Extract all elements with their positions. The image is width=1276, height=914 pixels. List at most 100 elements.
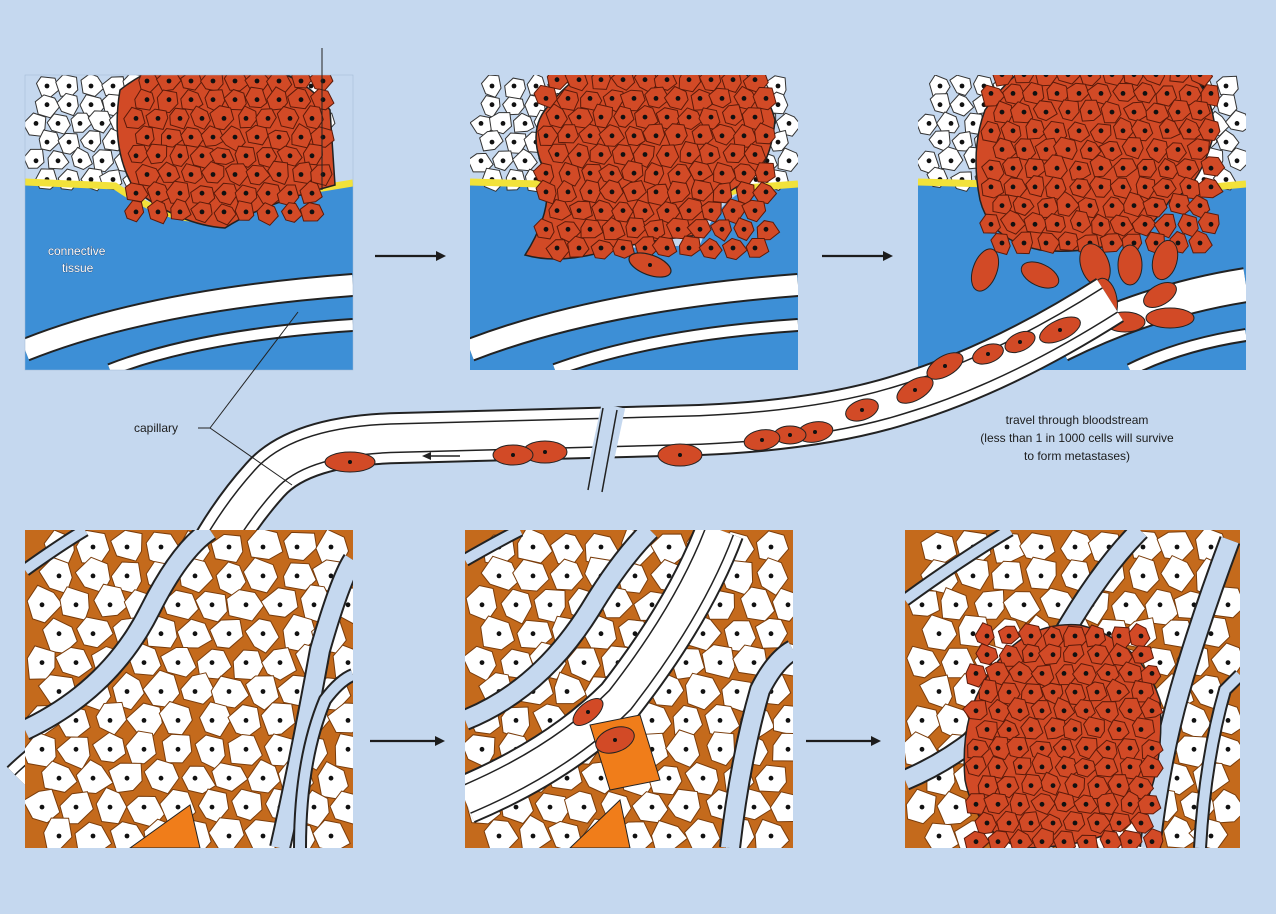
cell-nucleus	[1072, 633, 1078, 639]
cell-nucleus	[1043, 109, 1049, 115]
cell-nucleus	[243, 718, 249, 723]
cell-nucleus	[576, 114, 582, 120]
cell-nucleus	[984, 633, 990, 639]
cell-nucleus	[209, 746, 215, 752]
cell-nucleus	[730, 245, 736, 251]
cell	[678, 49, 698, 68]
cell-nucleus	[1149, 839, 1155, 845]
cell-nucleus	[620, 77, 626, 83]
cell-nucleus	[133, 209, 139, 215]
cell-nucleus	[1175, 240, 1181, 246]
cell-nucleus	[1120, 91, 1126, 96]
cell-nucleus	[320, 78, 326, 84]
cell-nucleus	[1054, 91, 1060, 96]
cell-nucleus	[210, 97, 216, 103]
cell-nucleus	[1175, 75, 1181, 78]
cell-nucleus	[254, 97, 260, 103]
cell-nucleus	[1043, 75, 1049, 78]
cell-nucleus	[741, 133, 747, 139]
cell-nucleus	[226, 775, 232, 781]
cell-nucleus	[664, 245, 670, 251]
cell-nucleus	[1198, 54, 1203, 59]
cell-nucleus	[953, 602, 959, 608]
cell-nucleus	[243, 746, 249, 752]
cell-nucleus	[554, 77, 560, 83]
cell-nucleus	[752, 152, 758, 157]
panel-metastatic-growth	[905, 530, 1240, 848]
cell-nucleus	[221, 190, 227, 196]
cell	[610, 75, 636, 91]
cell	[483, 819, 520, 848]
cell-nucleus	[775, 139, 781, 145]
cell-nucleus	[276, 134, 282, 140]
cell-nucleus	[999, 147, 1005, 152]
cell-nucleus	[1061, 801, 1067, 807]
cell	[1178, 117, 1203, 140]
cell-nucleus	[1039, 708, 1045, 714]
cell-nucleus	[576, 245, 582, 251]
cell-nucleus	[970, 121, 976, 126]
cell-nucleus	[320, 172, 326, 177]
cell-nucleus	[1153, 109, 1159, 115]
cell-nucleus	[175, 660, 181, 665]
cell-nucleus	[158, 689, 164, 694]
cell-nucleus	[226, 544, 232, 550]
cell-nucleus	[309, 116, 315, 121]
cell	[1009, 101, 1034, 124]
cell-nucleus	[1223, 139, 1229, 145]
cell-nucleus	[276, 172, 282, 177]
cell-nucleus	[345, 718, 351, 723]
cell-nucleus	[1087, 109, 1093, 115]
cell-nucleus	[543, 96, 549, 101]
cell-nucleus	[155, 190, 161, 196]
cell-nucleus	[1120, 184, 1126, 190]
cell-nucleus	[609, 189, 615, 195]
cell-nucleus	[39, 660, 45, 665]
cell-nucleus	[199, 116, 205, 121]
cell-nucleus	[1131, 75, 1137, 78]
cell-nucleus	[598, 544, 604, 550]
cell-nucleus	[478, 158, 484, 164]
cell-nucleus	[320, 134, 326, 140]
cell	[1037, 231, 1061, 254]
cell-nucleus	[1225, 746, 1231, 752]
cell-nucleus	[752, 208, 758, 214]
cell-nucleus	[1006, 689, 1012, 695]
cell-nucleus	[1006, 727, 1012, 732]
cell-nucleus	[763, 170, 769, 176]
cell-nucleus	[221, 209, 227, 215]
cell	[589, 53, 612, 73]
cell-nucleus	[1017, 708, 1023, 714]
cell-nucleus	[1138, 652, 1144, 658]
cell	[180, 672, 217, 705]
cell-nucleus	[666, 689, 672, 694]
cell-nucleus	[479, 602, 485, 608]
cell-nucleus	[55, 158, 61, 164]
cell	[1165, 142, 1188, 163]
cell-nucleus	[564, 573, 570, 579]
cell-nucleus	[99, 121, 105, 126]
cell-nucleus	[328, 544, 334, 550]
cell-nucleus	[576, 77, 582, 83]
cell-nucleus	[1153, 203, 1159, 209]
cell	[563, 790, 598, 824]
cell-nucleus	[298, 172, 304, 177]
cell-nucleus	[55, 121, 61, 126]
cell-nucleus	[277, 602, 283, 608]
cell-nucleus	[973, 745, 979, 751]
cell-nucleus	[44, 102, 50, 108]
cell-nucleus	[294, 544, 300, 550]
cell-nucleus	[1054, 165, 1060, 171]
cell-nucleus	[936, 775, 942, 781]
cell-nucleus	[631, 133, 637, 139]
cell-nucleus	[1105, 764, 1111, 770]
cell-nucleus	[665, 59, 670, 64]
cell-nucleus	[587, 96, 593, 101]
cell-nucleus	[1054, 128, 1060, 134]
cell-nucleus	[717, 718, 723, 723]
cell-nucleus	[1010, 221, 1016, 227]
cell-nucleus	[39, 602, 45, 608]
cell-nucleus	[1017, 839, 1023, 845]
cell-nucleus	[741, 96, 747, 101]
cell-nucleus	[175, 718, 181, 723]
